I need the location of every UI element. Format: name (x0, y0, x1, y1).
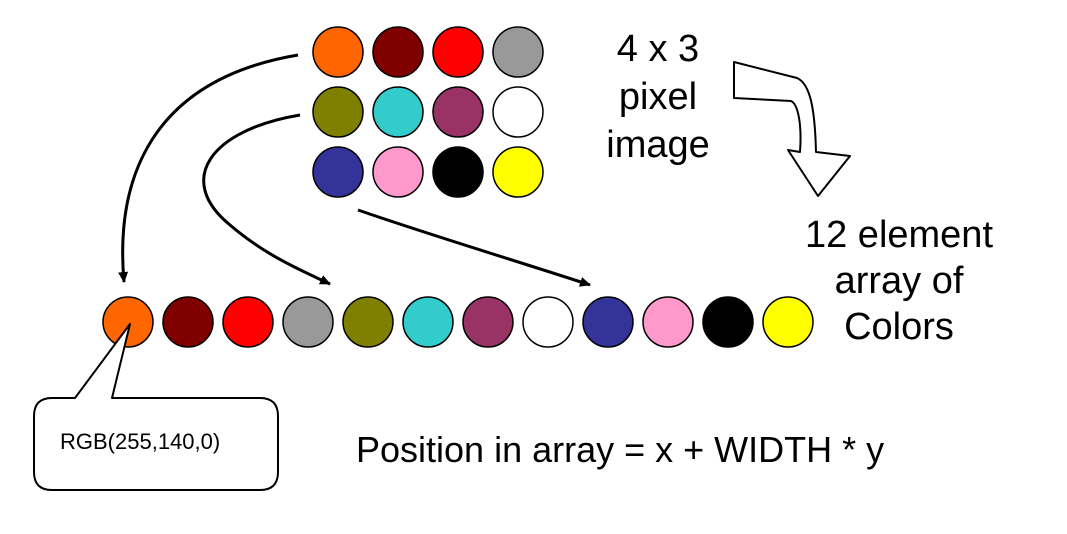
array-element-8 (582, 296, 634, 348)
grid-pixel-0-2 (432, 26, 484, 78)
grid-pixel-2-0 (312, 146, 364, 198)
array-label-line2: array of (834, 260, 964, 302)
position-formula: Position in array = x + WIDTH * y (356, 429, 885, 470)
grid-pixel-1-2 (432, 86, 484, 138)
callout-text: RGB(255,140,0) (60, 429, 221, 454)
grid-pixel-1-0 (312, 86, 364, 138)
grid-pixel-2-2 (432, 146, 484, 198)
row1-arrow (118, 53, 299, 283)
array-element-9 (642, 296, 694, 348)
array-element-10 (702, 296, 754, 348)
image-label-line1: 4 x 3 (616, 28, 700, 70)
array-element-1 (162, 296, 214, 348)
image-label: 4 x 3 pixel image (596, 30, 720, 174)
array-element-2 (222, 296, 274, 348)
grid-pixel-0-1 (372, 26, 424, 78)
color-array (102, 296, 814, 348)
grid-pixel-2-1 (372, 146, 424, 198)
array-element-0 (102, 296, 154, 348)
row2-arrow (202, 113, 331, 286)
image-label-line3: image (606, 124, 710, 166)
conversion-arrow (733, 61, 851, 197)
grid-pixel-0-0 (312, 26, 364, 78)
grid-pixel-2-3 (492, 146, 544, 198)
row3-arrow (357, 208, 591, 287)
array-label-line1: 12 element (804, 214, 993, 256)
array-label-line3: Colors (844, 306, 954, 348)
array-label: 12 element array of Colors (790, 216, 1008, 354)
grid-pixel-0-3 (492, 26, 544, 78)
array-element-11 (762, 296, 814, 348)
array-element-5 (402, 296, 454, 348)
array-element-7 (522, 296, 574, 348)
grid-pixel-1-1 (372, 86, 424, 138)
grid-pixel-1-3 (492, 86, 544, 138)
pixel-grid (312, 26, 544, 198)
image-label-line2: pixel (618, 76, 698, 118)
array-element-3 (282, 296, 334, 348)
array-element-4 (342, 296, 394, 348)
callout-bubble (33, 323, 279, 491)
array-element-6 (462, 296, 514, 348)
